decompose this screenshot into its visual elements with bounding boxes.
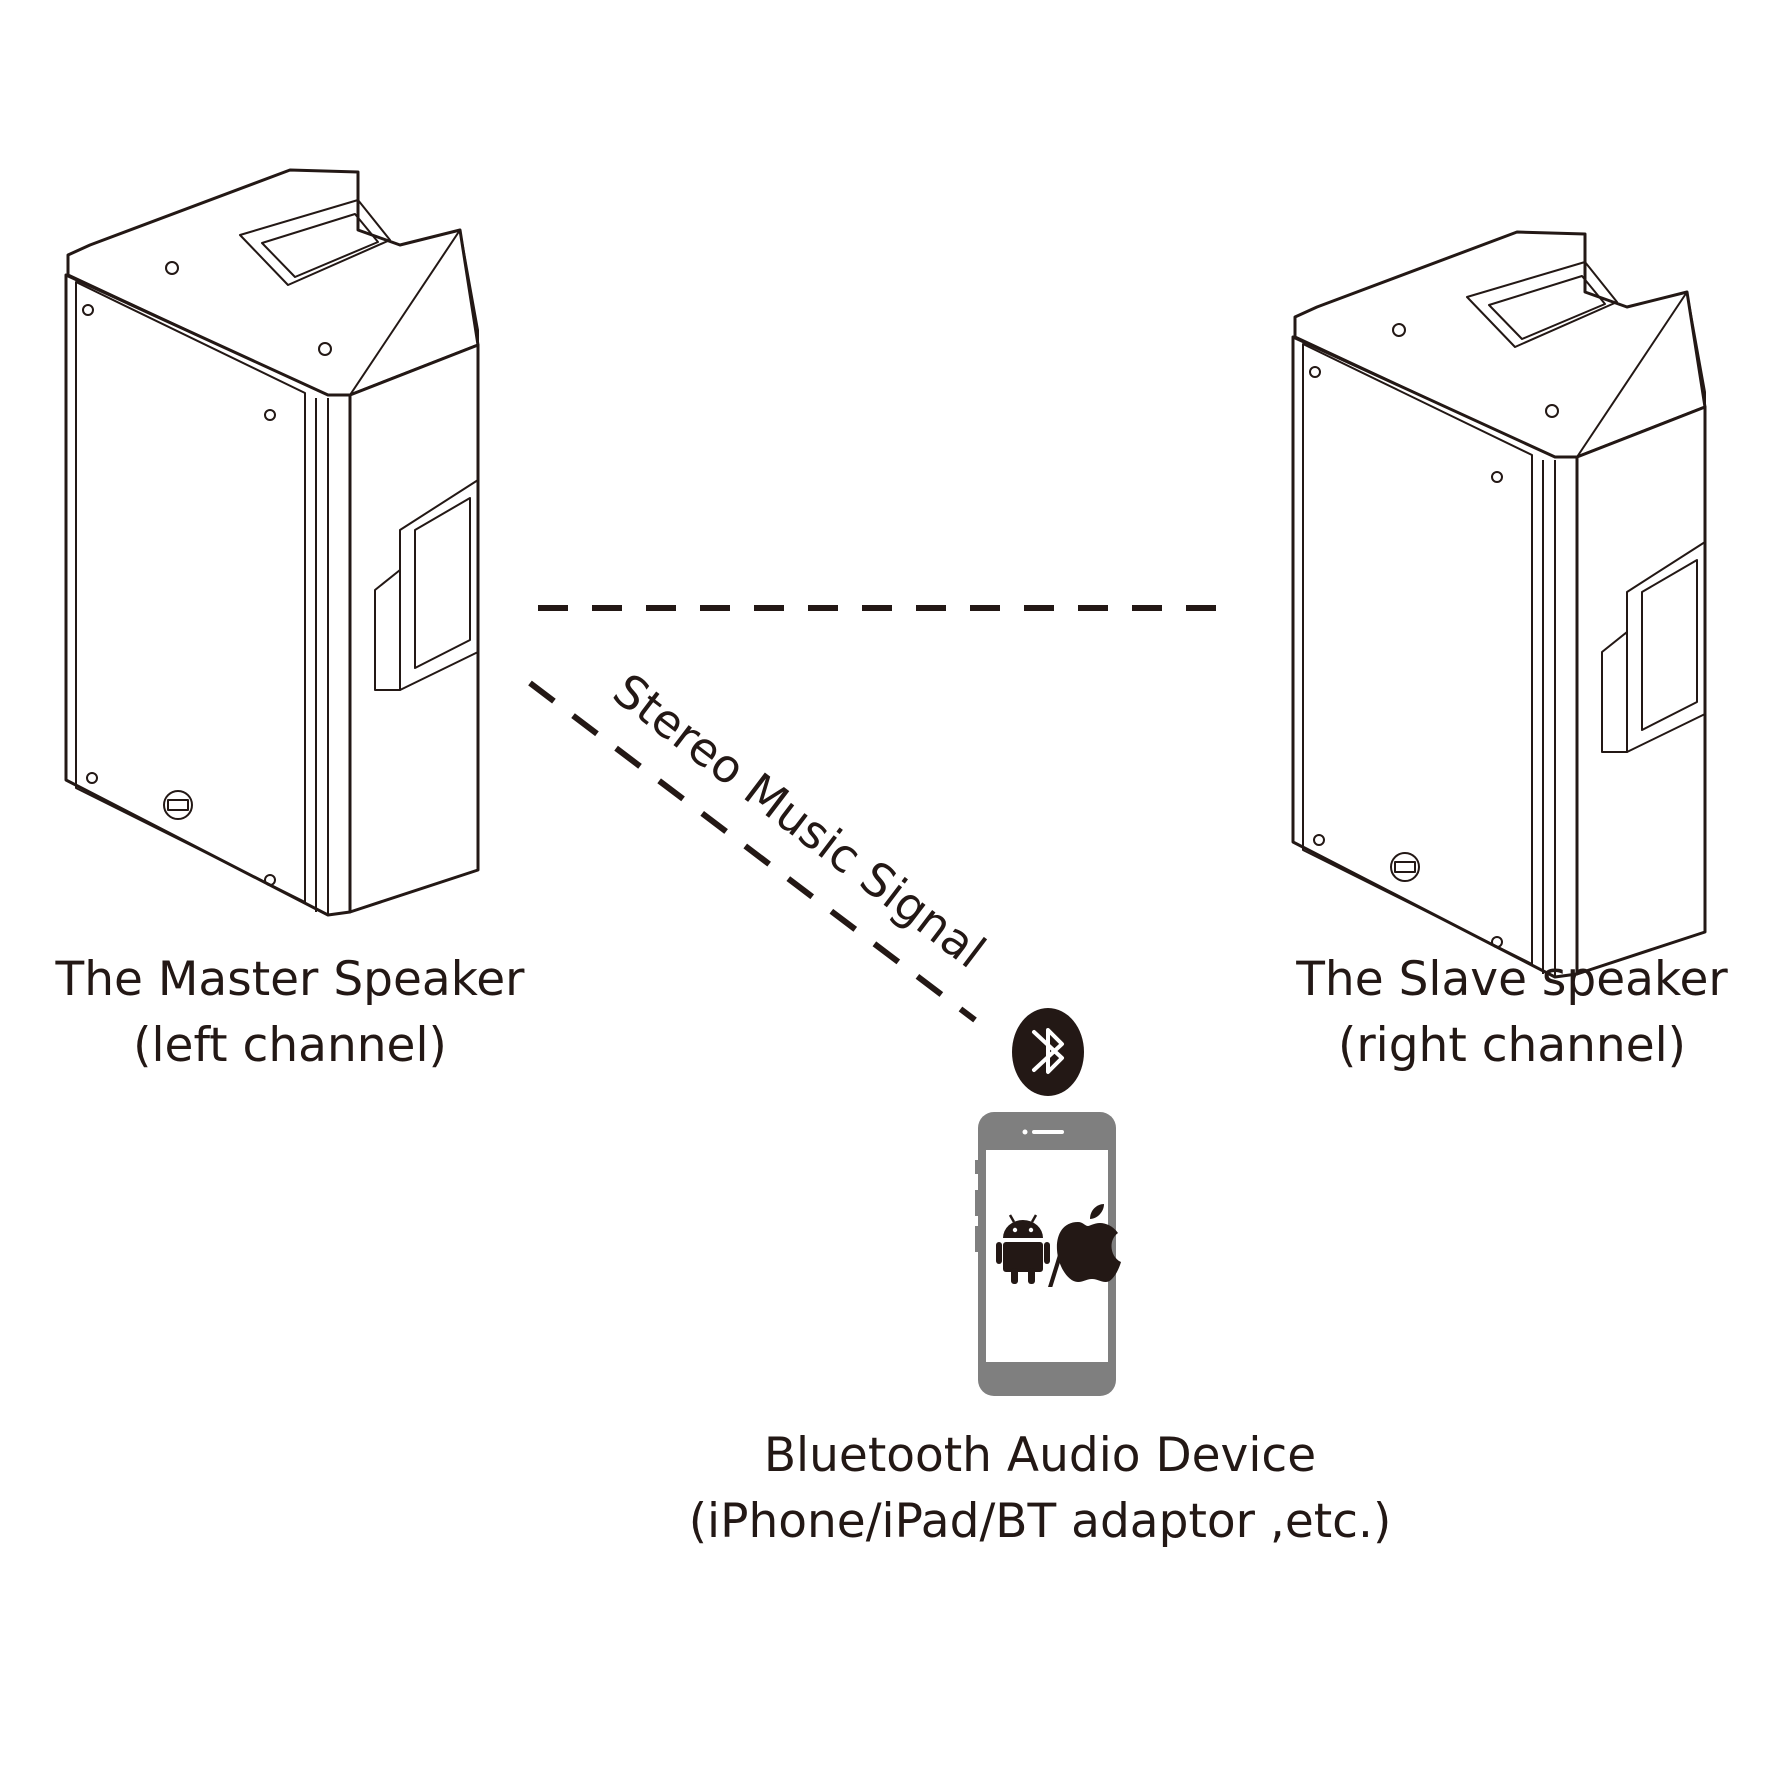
master-speaker-name: The Master Speaker bbox=[55, 952, 525, 1007]
master-speaker-icon bbox=[64, 168, 480, 917]
slave-speaker-icon bbox=[1291, 230, 1707, 979]
device-label: Bluetooth Audio Device (iPhone/iPad/BT a… bbox=[640, 1423, 1440, 1555]
bluetooth-icon bbox=[1012, 1008, 1084, 1096]
device-examples: (iPhone/iPad/BT adaptor ,etc.) bbox=[688, 1494, 1392, 1549]
device-name: Bluetooth Audio Device bbox=[763, 1428, 1317, 1483]
slave-speaker-channel: (right channel) bbox=[1337, 1018, 1687, 1073]
signal-line bbox=[528, 680, 977, 1023]
master-speaker-channel: (left channel) bbox=[133, 1018, 447, 1073]
master-speaker-label: The Master Speaker (left channel) bbox=[40, 947, 540, 1079]
signal-label: Stereo Music Signal bbox=[603, 663, 995, 979]
android-icon bbox=[996, 1214, 1050, 1284]
slave-speaker-label: The Slave speaker (right channel) bbox=[1262, 947, 1762, 1079]
apple-icon bbox=[1056, 1204, 1121, 1282]
slave-speaker-name: The Slave speaker bbox=[1296, 952, 1728, 1007]
